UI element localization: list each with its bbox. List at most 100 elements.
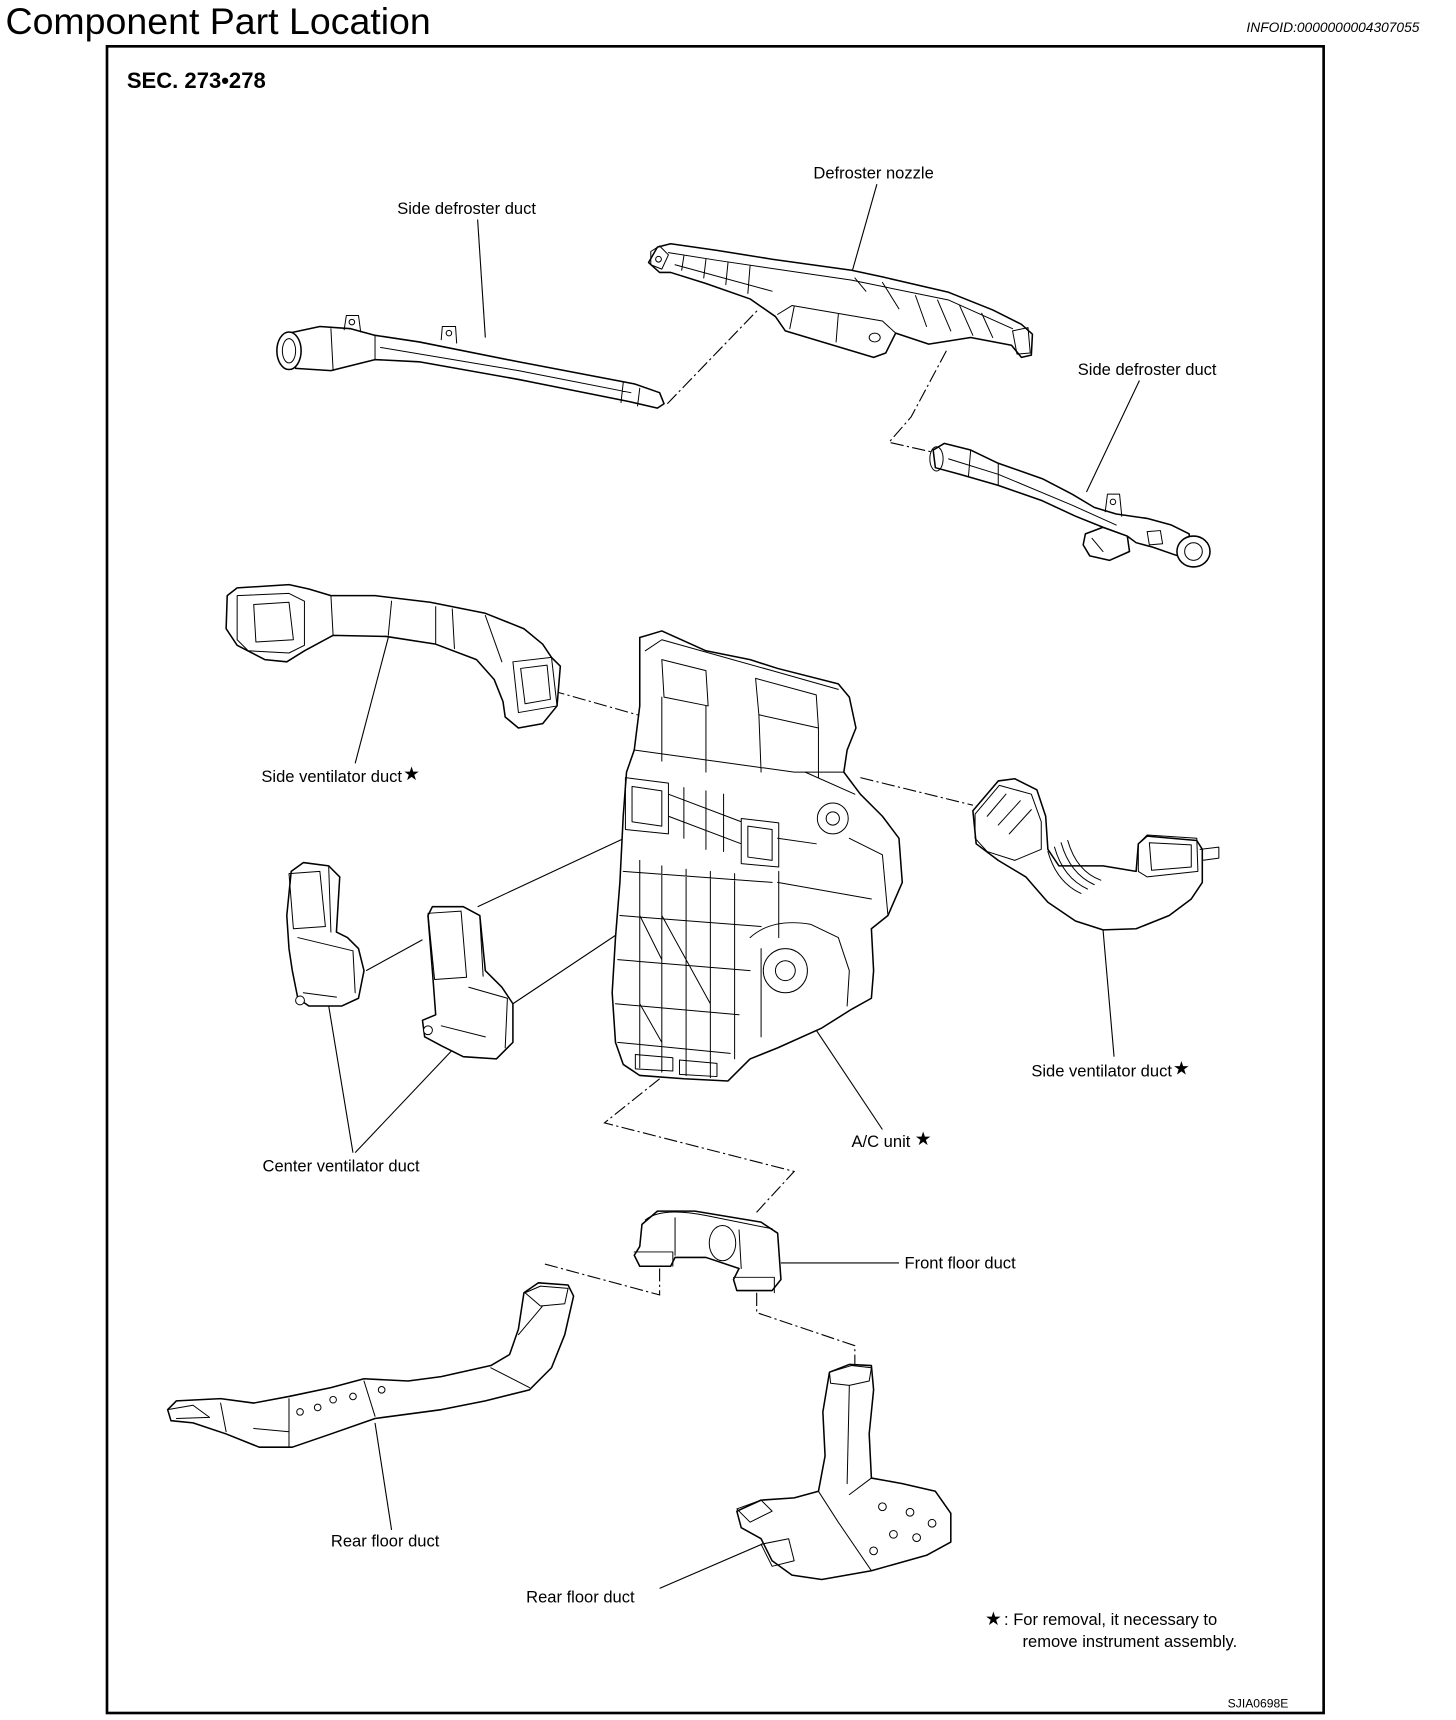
center-ventilator-duct-right-clip: [423, 1025, 433, 1036]
center-ventilator-duct-right: [421, 905, 514, 1060]
leader-side-defroster-right: [1085, 380, 1140, 493]
front-floor-duct: [633, 1210, 782, 1294]
label-defroster-nozzle: Defroster nozzle: [813, 164, 933, 183]
side-defroster-duct-left-bolt-hole: [348, 318, 356, 326]
side-defroster-duct-left-opening: [276, 331, 302, 371]
side-defroster-duct-left-body: [288, 325, 665, 409]
center-ventilator-duct-left-lines: [288, 866, 356, 998]
removal-star-icon: ★: [985, 1609, 1002, 1630]
note-text: : For removal, it necessary to: [1004, 1610, 1217, 1629]
chain-unit-to-right-vent: [860, 777, 974, 806]
front-floor-duct-body: [633, 1210, 782, 1292]
ac-unit: [611, 630, 904, 1082]
leader-side-defroster-left: [477, 219, 486, 338]
side-defroster-duct-right-flange: [1176, 535, 1211, 568]
component-labels: Defroster nozzle Side defroster duct Sid…: [261, 164, 1217, 1607]
page-title: Component Part Location: [6, 0, 431, 42]
label-ac-unit: A/C unit★: [852, 1129, 932, 1151]
defroster-nozzle-outlet: [868, 332, 881, 343]
label-side-ventilator-duct-left: Side ventilator duct★: [261, 764, 420, 786]
label-rear-floor-duct-left: Rear floor duct: [331, 1531, 440, 1550]
rear-floor-duct-right-hole-1: [878, 1502, 887, 1512]
rear-floor-duct-left-hole-2: [313, 1403, 322, 1412]
info-id: INFOID:0000000004307055: [1246, 20, 1419, 35]
defroster-nozzle-ribs: [667, 252, 1014, 343]
ac-unit-upper-ducts: [633, 639, 845, 779]
chain-unit-to-front-floor: [603, 1078, 796, 1214]
leader-rear-floor-right: [659, 1539, 773, 1589]
center-ventilator-duct-left: [286, 861, 365, 1007]
defroster-nozzle: [647, 242, 1034, 359]
side-defroster-duct-left-bolt-hole-2: [445, 329, 453, 337]
front-floor-duct-opening: [708, 1224, 737, 1262]
rear-floor-duct-right-hole-4: [889, 1529, 898, 1539]
removal-star-icon: ★: [1173, 1058, 1190, 1079]
removal-star-icon: ★: [915, 1129, 932, 1150]
side-defroster-duct-right-opening: [929, 446, 944, 472]
ac-unit-vent-outlets: [624, 777, 780, 868]
section-number: SEC. 273•278: [127, 68, 266, 93]
ac-unit-actuator: [816, 802, 849, 835]
rear-floor-duct-right-hole-2: [905, 1507, 915, 1517]
side-ventilator-duct-right-lines: [974, 784, 1220, 894]
side-defroster-duct-left-opening-inner: [281, 338, 297, 364]
rear-floor-duct-right: [736, 1363, 952, 1581]
label-text: A/C unit: [852, 1132, 911, 1151]
chain-left-defroster-to-nozzle: [666, 308, 760, 405]
leader-rear-floor-left: [374, 1422, 393, 1530]
side-ventilator-duct-right-body: [972, 777, 1204, 931]
ac-unit-blower-housing: [749, 771, 889, 1038]
defroster-nozzle-bolt-hole: [655, 255, 662, 263]
center-ventilator-duct-left-clip: [295, 995, 305, 1006]
label-side-defroster-duct-left: Side defroster duct: [397, 199, 536, 218]
rear-floor-duct-right-hole-6: [869, 1546, 878, 1556]
label-front-floor-duct: Front floor duct: [904, 1253, 1016, 1272]
side-defroster-duct-right-bolt-hole: [1109, 498, 1117, 506]
rear-floor-duct-right-body: [736, 1363, 952, 1581]
side-ventilator-duct-left: [225, 583, 562, 729]
center-ventilator-duct-left-body: [286, 861, 365, 1007]
removal-note-line-2: remove instrument assembly.: [1023, 1632, 1238, 1651]
side-defroster-duct-left: [276, 314, 665, 409]
label-rear-floor-duct-right: Rear floor duct: [526, 1588, 635, 1607]
rear-floor-duct-left-body: [166, 1282, 575, 1448]
label-side-ventilator-duct-right: Side ventilator duct★: [1031, 1058, 1190, 1080]
rear-floor-duct-right-hole-3: [927, 1518, 937, 1528]
defroster-nozzle-brackets: [650, 245, 1031, 355]
leader-side-vent-left: [354, 637, 389, 764]
label-text: Side ventilator duct: [1031, 1062, 1172, 1081]
chain-front-floor-to-left-rear: [544, 1263, 661, 1296]
front-floor-duct-lines: [633, 1211, 775, 1294]
side-ventilator-duct-left-openings: [236, 592, 558, 714]
rear-floor-duct-left-hole-3: [329, 1395, 337, 1404]
rear-floor-duct-left-lines: [167, 1285, 569, 1448]
line-center-vent-to-unit-upper: [477, 837, 625, 908]
rear-floor-duct-left: [166, 1282, 575, 1448]
chain-nozzle-to-right-defroster: [888, 350, 947, 453]
leader-center-vent-right: [354, 1049, 453, 1154]
rear-floor-duct-right-hole-5: [912, 1533, 921, 1542]
chain-left-vent-to-unit: [551, 689, 654, 720]
leader-lines: [328, 184, 1140, 1589]
removal-note-line-1: ★: For removal, it necessary to: [985, 1609, 1217, 1630]
chain-front-floor-to-right-rear: [756, 1292, 856, 1368]
rear-floor-duct-right-lines: [736, 1365, 872, 1572]
rear-floor-duct-left-hole-4: [349, 1392, 357, 1401]
ac-unit-blower-motor: [762, 948, 808, 994]
label-text: Side ventilator duct: [261, 767, 402, 786]
side-ventilator-duct-left-body: [225, 583, 562, 729]
label-side-defroster-duct-right: Side defroster duct: [1078, 360, 1217, 379]
rear-floor-duct-left-hole-1: [296, 1408, 304, 1416]
ac-unit-actuator-hub: [825, 811, 840, 826]
figure-code: SJIA0698E: [1228, 1696, 1289, 1710]
center-ventilator-duct-right-body: [421, 905, 514, 1060]
side-defroster-duct-left-lines: [330, 314, 641, 407]
leader-defroster-nozzle: [851, 184, 878, 274]
leader-side-vent-right: [1102, 929, 1115, 1057]
line-center-vents: [365, 939, 423, 972]
center-ventilator-duct-right-lines: [427, 910, 508, 1049]
removal-star-icon: ★: [403, 764, 420, 785]
removal-note: ★: For removal, it necessary to remove i…: [985, 1609, 1237, 1651]
side-defroster-duct-right-lines: [948, 449, 1164, 553]
